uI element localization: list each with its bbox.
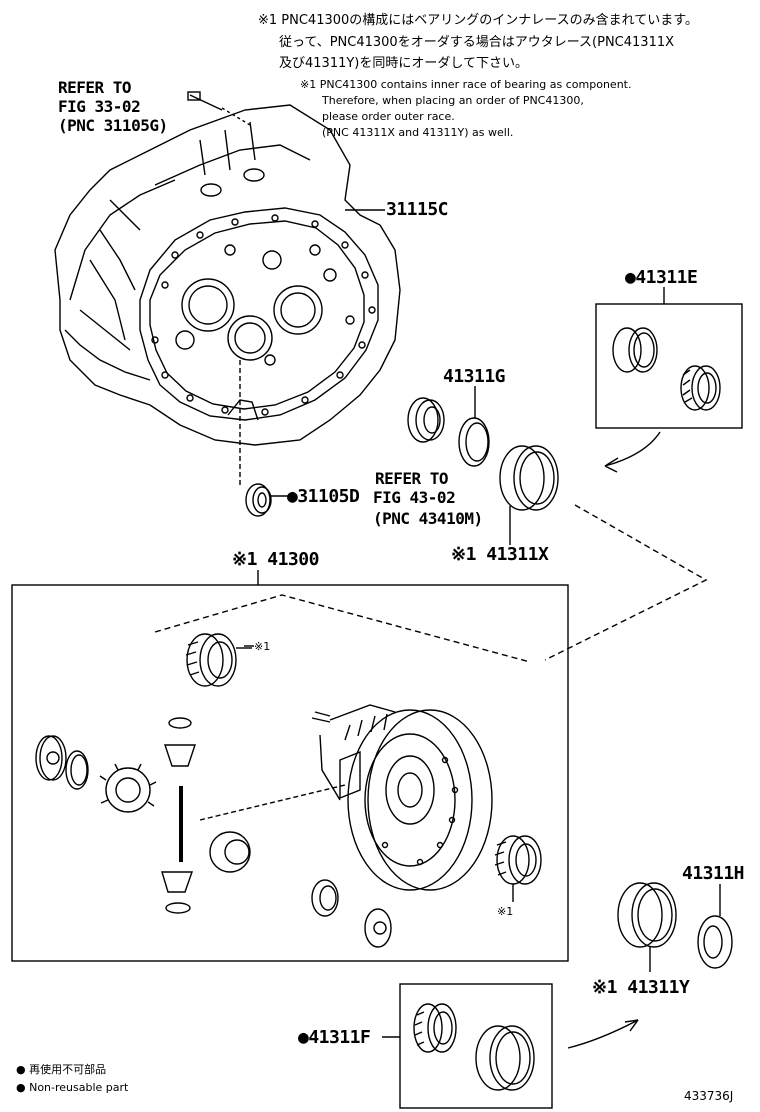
part-label-31105D[interactable]: ●31105D: [287, 486, 360, 507]
seal-41311G: [407, 386, 490, 467]
refer-to-fig-43-02-line-2[interactable]: FIG 43-02: [373, 488, 456, 507]
note-jp-line-2: 従って、PNC41300をオーダする場合はアウタレース(PNC41311X: [279, 35, 675, 50]
kit-box-41311E: [595, 287, 743, 473]
dashed-guide-outer: [544, 504, 708, 661]
outer-race-41311X: [499, 445, 559, 545]
dashed-guide-inner: [154, 594, 531, 663]
oil-seal-31105D: [245, 483, 288, 517]
note-en-line-1: ※1 PNC41300 contains inner race of beari…: [300, 78, 632, 91]
note-en-line-4: (PNC 41311X and 41311Y) as well.: [322, 126, 514, 139]
part-label-41311H[interactable]: 41311H: [682, 863, 745, 884]
refer-to-fig-33-02-line-2[interactable]: FIG 33-02: [58, 97, 141, 116]
note-en-line-3: please order outer race.: [322, 110, 455, 123]
part-label-31115C[interactable]: 31115C: [386, 199, 449, 220]
legend-en: ● Non-reusable part: [16, 1081, 129, 1094]
part-label-41311Y[interactable]: ※1 41311Y: [592, 977, 690, 998]
refer-to-fig-43-02-line-1[interactable]: REFER TO: [375, 469, 449, 488]
legend-jp: ● 再使用不可部品: [16, 1063, 107, 1076]
assembly-box-41300: [11, 584, 569, 962]
part-label-41311F[interactable]: ●41311F: [298, 1027, 371, 1048]
kit-box-41311F: [382, 983, 639, 1109]
note-jp-line-1: ※1 PNC41300の構成にはベアリングのインナレースのみ含まれています。: [258, 13, 698, 28]
transaxle-housing-drawing: [54, 91, 401, 446]
note-mark-bearing-left: ※1: [254, 640, 271, 653]
part-label-41311E[interactable]: ●41311E: [625, 267, 698, 288]
dashed-pinion-shaft: [199, 784, 346, 821]
refer-to-fig-33-02-line-3[interactable]: (PNC 31105G): [58, 116, 168, 135]
note-jp-line-3: 及び41311Y)を同時にオーダして下さい。: [279, 56, 528, 71]
part-label-41300[interactable]: ※1 41300: [232, 549, 319, 570]
differential-assembly-drawing: [35, 633, 542, 948]
figure-id: 433736J: [684, 1089, 734, 1103]
outer-race-41311Y-and-shim-41311H: [617, 882, 733, 972]
note-en-line-2: Therefore, when placing an order of PNC4…: [322, 94, 584, 107]
part-label-41311G[interactable]: 41311G: [443, 366, 506, 387]
part-label-41311X[interactable]: ※1 41311X: [451, 544, 549, 565]
refer-to-fig-33-02-line-1[interactable]: REFER TO: [58, 78, 132, 97]
note-mark-bearing-right: ※1: [497, 905, 514, 918]
refer-to-fig-43-02-line-3[interactable]: (PNC 43410M): [373, 509, 483, 528]
